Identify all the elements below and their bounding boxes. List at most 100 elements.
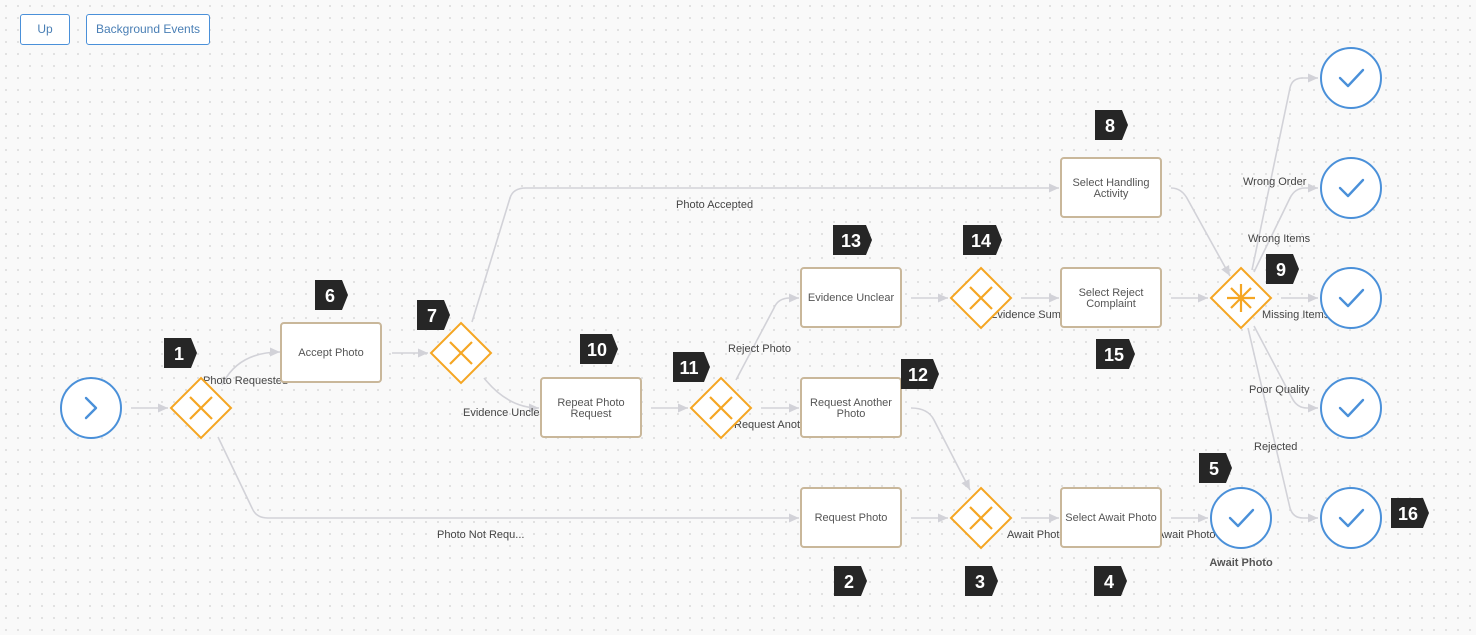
- task-label-line-1: Select Handling: [1072, 177, 1149, 189]
- badge-12: 12: [901, 359, 939, 389]
- edge-gw11-to-evidence-unclear[interactable]: [735, 293, 799, 381]
- edge-request-another-to-gw3[interactable]: [910, 407, 971, 491]
- svg-text:15: 15: [1104, 345, 1124, 365]
- badge-3: 3: [965, 566, 998, 596]
- x-icon: [449, 341, 473, 365]
- x-icon: [969, 506, 993, 530]
- background-events-button[interactable]: Background Events: [86, 14, 210, 45]
- task-label-line-2: Complaint: [1086, 298, 1136, 310]
- edge-label-photo-not-requested: Photo Not Requ...: [437, 529, 524, 541]
- task-label: Request Photo: [815, 512, 888, 524]
- x-icon: [709, 396, 733, 420]
- gateway-9[interactable]: [1209, 266, 1273, 330]
- check-icon: [1338, 508, 1365, 528]
- end-event-a[interactable]: [1320, 47, 1382, 109]
- start-event[interactable]: [60, 377, 122, 439]
- edge-gw9-to-end-e[interactable]: [1247, 327, 1318, 523]
- end-event-b[interactable]: [1320, 157, 1382, 219]
- check-icon: [1338, 288, 1365, 308]
- svg-text:7: 7: [427, 306, 437, 326]
- svg-text:3: 3: [975, 572, 985, 592]
- svg-text:2: 2: [844, 572, 854, 592]
- edge-label-rejected: Rejected: [1254, 441, 1297, 453]
- badge-1: 1: [164, 338, 197, 368]
- badge-13: 13: [833, 225, 872, 255]
- badge-16: 16: [1391, 498, 1429, 528]
- task-select-handling-activity[interactable]: Select Handling Activity: [1060, 157, 1162, 218]
- task-label-line-1: Repeat Photo: [557, 397, 624, 409]
- gateway-14[interactable]: [949, 266, 1013, 330]
- edge-label-request-another: Request Anothe...: [734, 419, 821, 431]
- edge-gw7-to-repeat-photo[interactable]: [483, 377, 540, 413]
- check-icon: [1228, 508, 1255, 528]
- svg-text:13: 13: [841, 231, 861, 251]
- task-label: Evidence Unclear: [808, 292, 895, 304]
- gateway-1[interactable]: [169, 376, 233, 440]
- edge-label-reject-photo: Reject Photo: [728, 343, 791, 355]
- chevron-right-icon: [84, 396, 98, 420]
- svg-text:6: 6: [325, 286, 335, 306]
- check-icon: [1338, 68, 1365, 88]
- edge-gw1-to-request-photo[interactable]: [217, 436, 799, 523]
- task-select-reject-complaint[interactable]: Select Reject Complaint: [1060, 267, 1162, 328]
- edge-label-photo-accepted: Photo Accepted: [676, 199, 753, 211]
- svg-text:10: 10: [587, 340, 607, 360]
- edge-gw1-to-accept-photo[interactable]: [221, 347, 281, 386]
- edge-label-missing-items: Missing Items: [1262, 309, 1330, 321]
- up-button[interactable]: Up: [20, 14, 70, 45]
- task-label-line-2: Request: [571, 408, 612, 420]
- edge-gw7-to-select-handling[interactable]: [471, 183, 1059, 323]
- task-label-line-2: Photo: [837, 408, 866, 420]
- edge-gw9-to-end-a[interactable]: [1251, 73, 1318, 271]
- task-request-another-photo[interactable]: Request Another Photo: [800, 377, 902, 438]
- edge-label-await-photo-1: Await Photo: [1007, 529, 1066, 541]
- badge-4: 4: [1094, 566, 1127, 596]
- check-icon: [1338, 178, 1365, 198]
- svg-text:16: 16: [1398, 504, 1418, 524]
- svg-text:1: 1: [174, 344, 184, 364]
- task-accept-photo[interactable]: Accept Photo: [280, 322, 382, 383]
- badge-8: 8: [1095, 110, 1128, 140]
- svg-text:14: 14: [971, 231, 991, 251]
- task-label-line-2: Activity: [1094, 188, 1129, 200]
- edge-label-wrong-items: Wrong Items: [1248, 233, 1311, 245]
- badge-11: 11: [673, 352, 710, 382]
- end-event-c[interactable]: [1320, 267, 1382, 329]
- svg-text:9: 9: [1276, 260, 1286, 280]
- svg-text:5: 5: [1209, 459, 1219, 479]
- task-label: Accept Photo: [298, 347, 363, 359]
- edge-gw9-to-end-d[interactable]: [1253, 325, 1318, 413]
- gateway-7[interactable]: [429, 321, 493, 385]
- task-request-photo[interactable]: Request Photo: [800, 487, 902, 548]
- badge-5: 5: [1199, 453, 1232, 483]
- svg-text:8: 8: [1105, 116, 1115, 136]
- edge-label-evidence-unclear: Evidence Unclear: [463, 407, 550, 419]
- task-label-line-1: Request Another: [810, 397, 892, 409]
- badge-6: 6: [315, 280, 348, 310]
- gateway-11[interactable]: [689, 376, 753, 440]
- task-repeat-photo-request[interactable]: Repeat Photo Request: [540, 377, 642, 438]
- end-event-caption: Await Photo: [1209, 557, 1273, 569]
- edge-label-photo-requested: Photo Requested: [203, 375, 288, 387]
- task-label-line-1: Select Reject: [1079, 287, 1144, 299]
- badges: 1 6 7 10 11 12 13 14: [164, 110, 1429, 596]
- end-event-d[interactable]: [1320, 377, 1382, 439]
- badge-15: 15: [1096, 339, 1135, 369]
- edge-label-wrong-order: Wrong Order: [1243, 176, 1307, 188]
- end-event-await-photo[interactable]: [1210, 487, 1272, 549]
- gateway-3[interactable]: [949, 486, 1013, 550]
- end-event-e[interactable]: [1320, 487, 1382, 549]
- asterisk-icon: [1227, 284, 1255, 312]
- task-label: Select Await Photo: [1065, 512, 1157, 524]
- svg-text:4: 4: [1104, 572, 1114, 592]
- svg-text:11: 11: [679, 358, 698, 378]
- task-evidence-unclear[interactable]: Evidence Unclear: [800, 267, 902, 328]
- svg-text:12: 12: [908, 365, 928, 385]
- badge-14: 14: [963, 225, 1002, 255]
- task-select-await-photo[interactable]: Select Await Photo: [1060, 487, 1162, 548]
- badge-9: 9: [1266, 254, 1299, 284]
- edges: [131, 73, 1318, 523]
- edge-gw9-to-end-b[interactable]: [1253, 183, 1318, 273]
- edge-select-handling-to-gw9[interactable]: [1170, 187, 1231, 277]
